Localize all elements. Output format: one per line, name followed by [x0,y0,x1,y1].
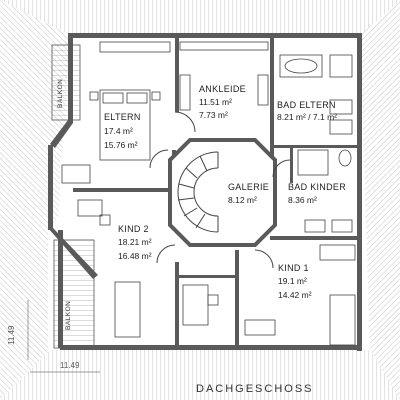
interior-walls [73,37,360,350]
room-galerie-name: GALERIE [228,182,269,192]
room-kind2-area1: 18.21 m² [118,237,152,247]
room-galerie: GALERIE 8.12 m² [228,182,269,205]
outer-walls [48,33,362,351]
room-kind2-area2: 16.48 m² [118,251,152,261]
room-ankleide: ANKLEIDE 11.51 m² 7.73 m² [199,84,246,120]
galerie-stair [168,138,277,247]
room-ankleide-area1: 11.51 m² [199,97,232,107]
room-kind2-name: KIND 2 [118,224,149,234]
room-bad-eltern-area: 8.21 m² / 7.1 m² [277,112,337,122]
room-eltern-name: ELTERN [104,112,141,122]
dimension-lines [27,300,100,373]
room-bad-kinder-area: 8.36 m² [288,195,317,205]
room-kind1: KIND 1 19.1 m² 14.42 m² [278,263,312,300]
room-bad-kinder: BAD KINDER 8.36 m² [288,182,346,205]
room-bad-eltern-name: BAD ELTERN [277,100,336,110]
room-kind1-name: KIND 1 [278,263,309,273]
room-eltern: ELTERN 17.4 m² 15.76 m² [104,112,141,150]
drawing-title: DACHGESCHOSS [196,383,314,395]
room-ankleide-name: ANKLEIDE [199,84,246,94]
dimension-horizontal: 11.49 [60,361,80,370]
balcony-label-bottom: BALKON [65,301,72,330]
room-galerie-area: 8.12 m² [228,195,257,205]
room-kind1-area2: 14.42 m² [278,290,312,300]
room-eltern-area2: 15.76 m² [104,140,138,150]
room-ankleide-area2: 7.73 m² [199,110,228,120]
room-kind2: KIND 2 18.21 m² 16.48 m² [118,224,152,261]
room-bad-kinder-name: BAD KINDER [288,182,346,192]
room-eltern-area1: 17.4 m² [104,126,133,136]
balcony-label-top: BALKON [57,79,64,108]
room-kind1-area1: 19.1 m² [278,276,307,286]
room-bad-eltern: BAD ELTERN 8.21 m² / 7.1 m² [277,100,337,122]
dimension-vertical: 11.49 [7,325,16,345]
furniture [61,41,356,346]
